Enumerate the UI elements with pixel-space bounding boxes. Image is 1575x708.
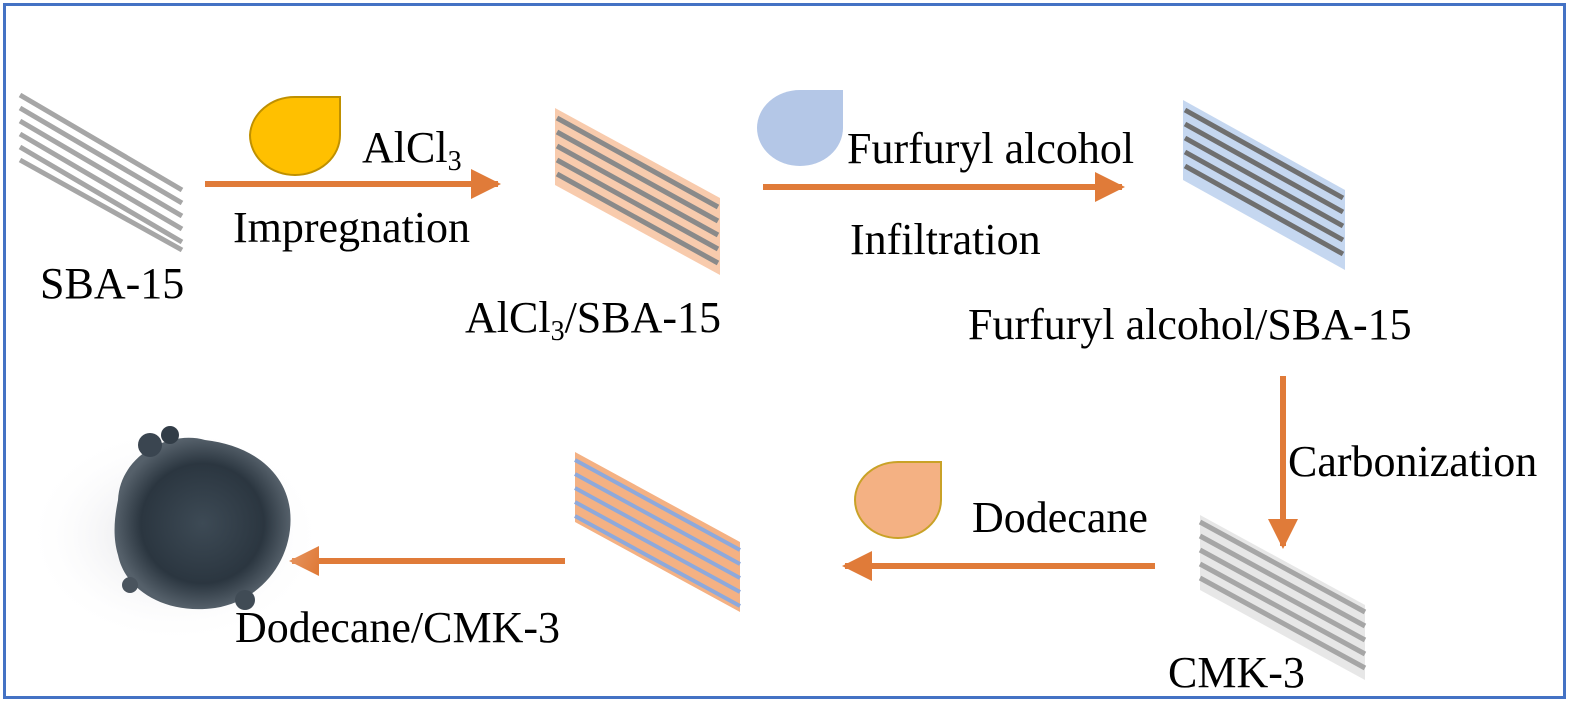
label-alcl3-sba15: AlCl3/SBA-15 bbox=[465, 293, 722, 346]
label-alcl3-sba15-main: AlCl bbox=[465, 293, 551, 342]
diagram-frame bbox=[3, 3, 1566, 699]
powder-photo bbox=[25, 425, 325, 645]
label-alcl3: AlCl3 bbox=[362, 123, 462, 176]
cmk3-structure bbox=[1198, 515, 1367, 680]
droplet-icon bbox=[853, 461, 942, 539]
sba15-structure bbox=[18, 92, 184, 253]
label-carbonization: Carbonization bbox=[1288, 437, 1538, 486]
label-cmk3: CMK-3 bbox=[1168, 648, 1305, 697]
label-furfuryl: Furfuryl alcohol bbox=[847, 124, 1135, 173]
label-dodecane-cmk3: Dodecane/CMK-3 bbox=[235, 603, 561, 652]
droplet-icon bbox=[248, 95, 341, 176]
label-alcl3-sub: 3 bbox=[447, 146, 462, 177]
label-impregnation: Impregnation bbox=[233, 203, 471, 252]
alcl3-sba15-structure bbox=[555, 108, 720, 275]
label-alcl3-sba15-tail: /SBA-15 bbox=[564, 293, 722, 342]
dodecane-cmk3-structure bbox=[574, 452, 741, 612]
label-dodecane: Dodecane bbox=[972, 493, 1148, 542]
label-furfuryl-sba15: Furfuryl alcohol/SBA-15 bbox=[968, 300, 1412, 349]
label-infiltration: Infiltration bbox=[850, 215, 1041, 264]
label-sba15: SBA-15 bbox=[40, 259, 185, 308]
label-alcl3-main: AlCl bbox=[362, 123, 448, 172]
label-alcl3-sba15-sub: 3 bbox=[550, 316, 565, 347]
furfuryl-sba15-structure bbox=[1183, 100, 1345, 270]
droplet-icon bbox=[757, 90, 843, 166]
